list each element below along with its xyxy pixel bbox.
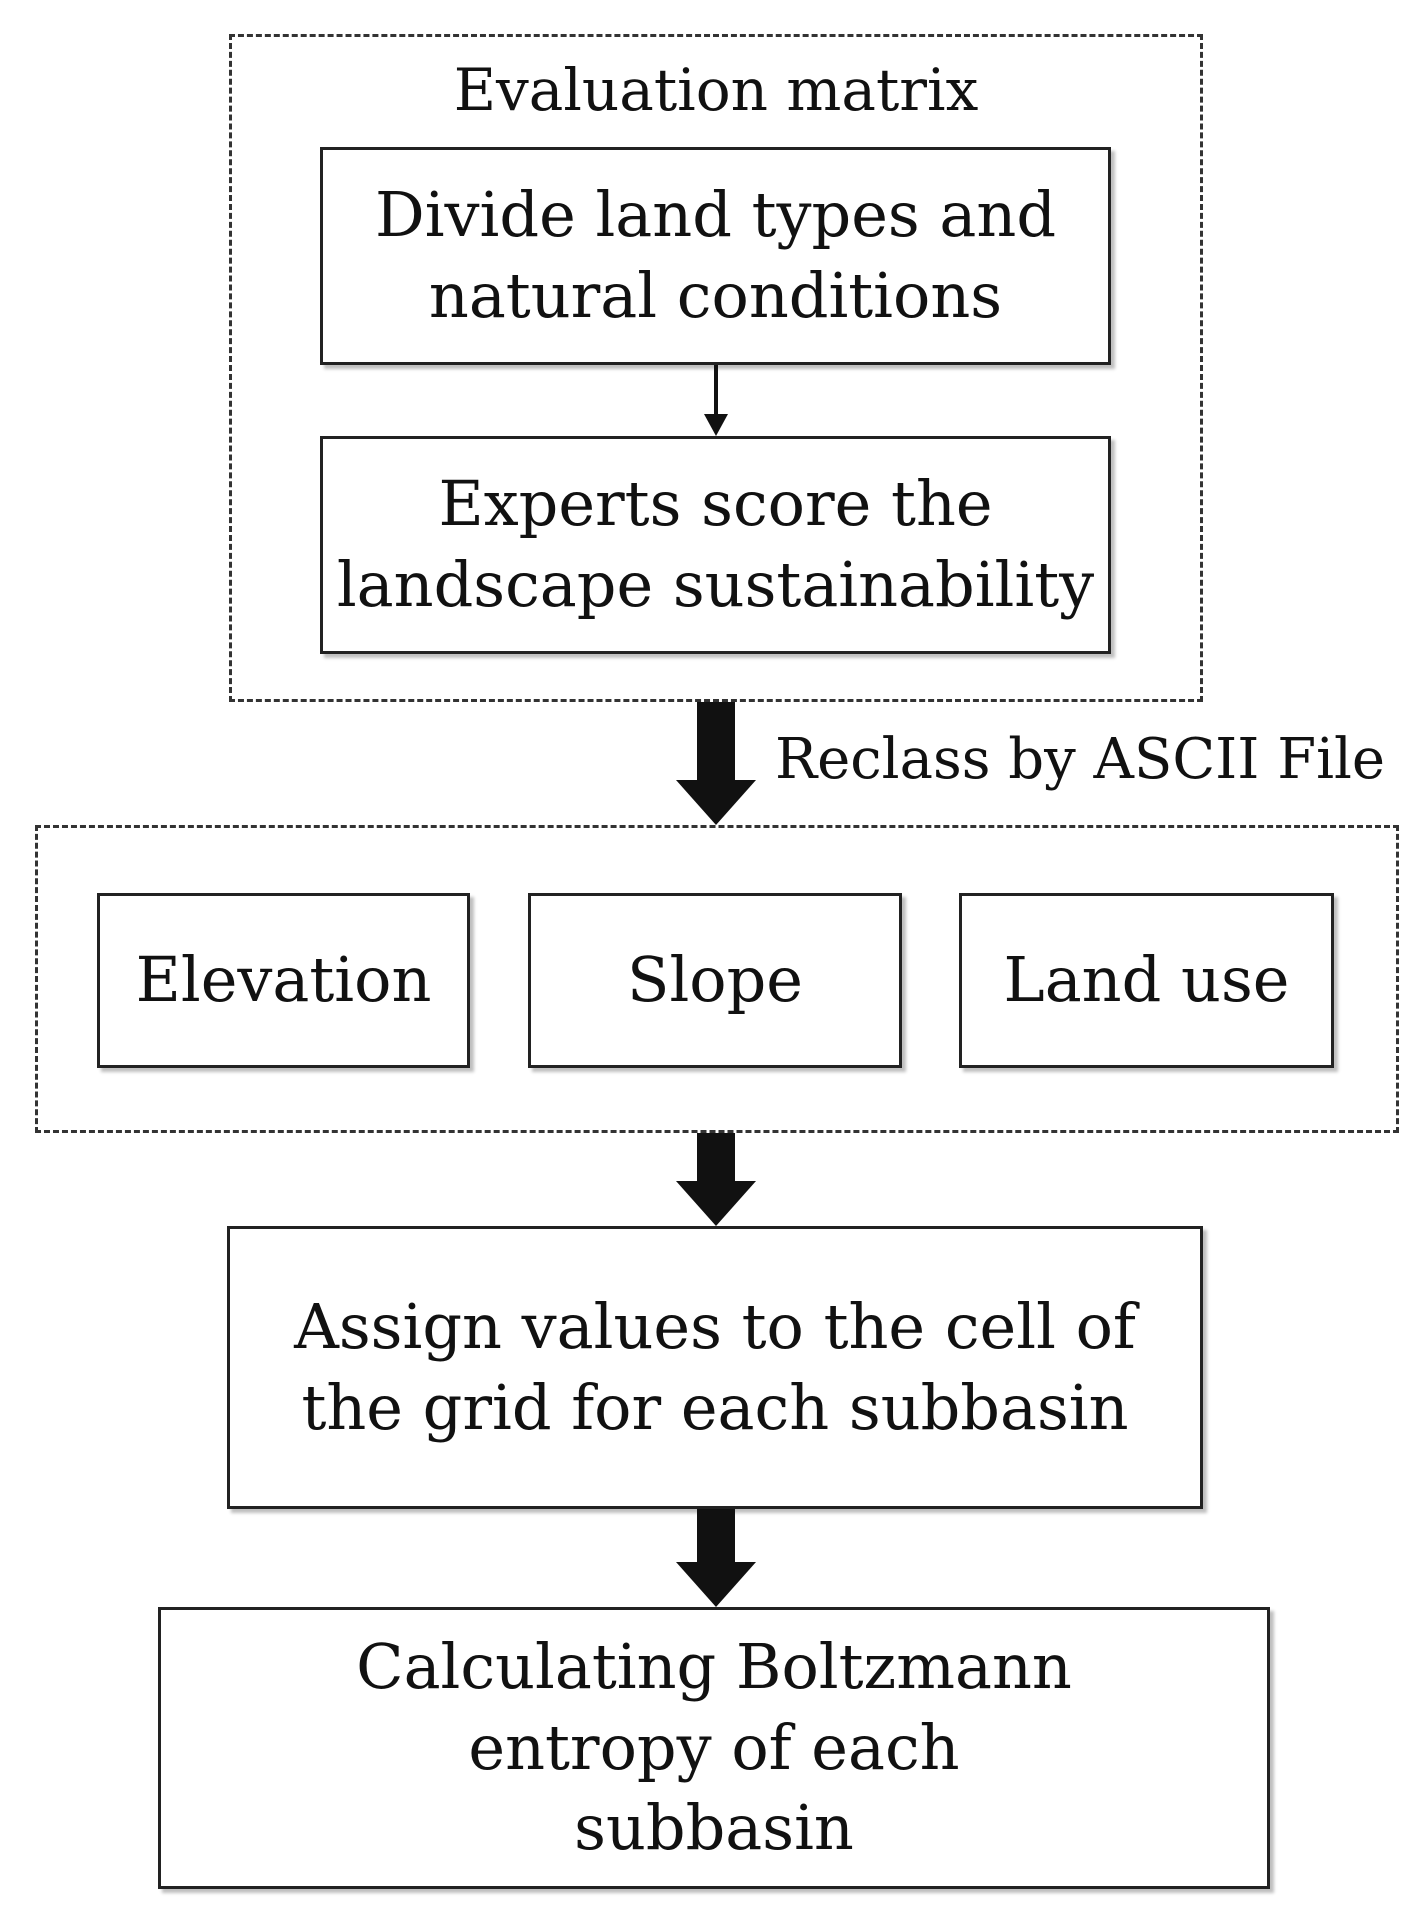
evaluation-matrix-group: [229, 34, 1203, 702]
elevation-text: Elevation: [135, 943, 432, 1017]
thick-arrow-factors-to-assign: [676, 1133, 756, 1226]
land-use-text: Land use: [1003, 943, 1290, 1017]
evaluation-matrix-title: Evaluation matrix: [453, 56, 979, 124]
reclass-label: Reclass by ASCII File: [775, 727, 1386, 792]
land-use-box: Land use: [959, 893, 1334, 1068]
slope-box: Slope: [528, 893, 902, 1068]
thick-arrow-assign-to-entropy: [676, 1509, 756, 1607]
boltzmann-entropy-box: Calculating Boltzmann entropy of each su…: [158, 1607, 1270, 1889]
boltzmann-entropy-text: Calculating Boltzmann entropy of each su…: [356, 1630, 1072, 1865]
experts-score-box: Experts score the landscape sustainabili…: [320, 436, 1111, 654]
thick-arrow-evaluation-to-factors: [676, 702, 756, 825]
divide-land-types-text: Divide land types and natural conditions: [374, 178, 1057, 332]
assign-values-text: Assign values to the cell of the grid fo…: [294, 1289, 1136, 1444]
divide-land-types-box: Divide land types and natural conditions: [320, 147, 1111, 365]
experts-score-text: Experts score the landscape sustainabili…: [336, 467, 1095, 621]
assign-values-box: Assign values to the cell of the grid fo…: [227, 1226, 1203, 1509]
slope-text: Slope: [626, 943, 803, 1017]
elevation-box: Elevation: [97, 893, 470, 1068]
factors-group: [35, 825, 1399, 1133]
thin-arrow-step1-to-step2: [704, 365, 728, 436]
